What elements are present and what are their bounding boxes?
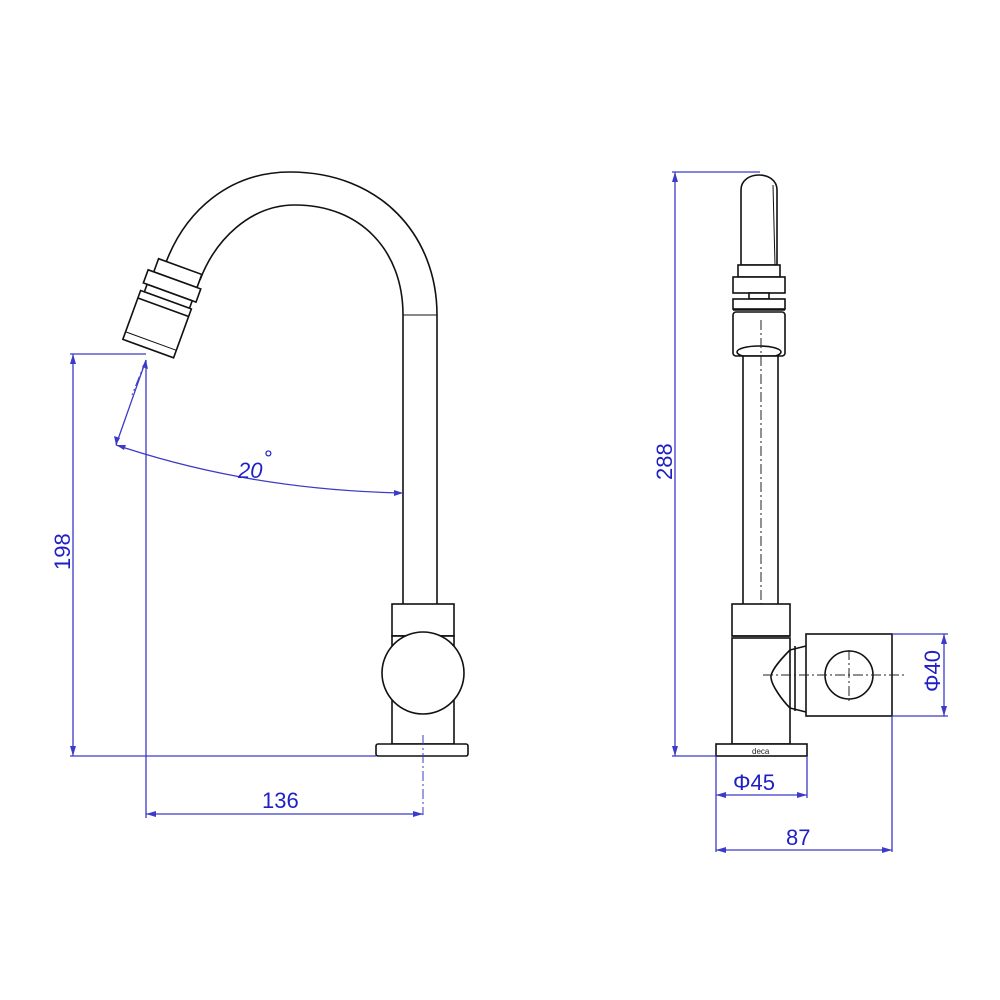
- base-flange-front: [715, 743, 808, 757]
- height-dimension-288: 288: [652, 443, 677, 480]
- aerator-nozzle: [121, 257, 203, 359]
- degree-symbol: °: [264, 446, 273, 471]
- angle-dimension-label: 20: [237, 458, 263, 483]
- handle-diameter-dimension: Φ40: [920, 650, 945, 692]
- front-view: deca 288 Φ40 Φ45 87: [652, 171, 948, 853]
- spout-top: [740, 174, 778, 266]
- brand-label: deca: [752, 747, 770, 756]
- depth-dimension-87: 87: [786, 825, 810, 850]
- handle-knob[interactable]: [381, 631, 465, 715]
- base-diameter-dimension: Φ45: [733, 770, 775, 795]
- reach-dimension-136: 136: [262, 788, 299, 813]
- spout-gooseneck: [164, 171, 438, 605]
- base-flange: [375, 743, 469, 757]
- side-view: 20 ° 198 136: [50, 171, 469, 818]
- body-collar: [391, 603, 455, 637]
- height-dimension-198: 198: [50, 533, 75, 570]
